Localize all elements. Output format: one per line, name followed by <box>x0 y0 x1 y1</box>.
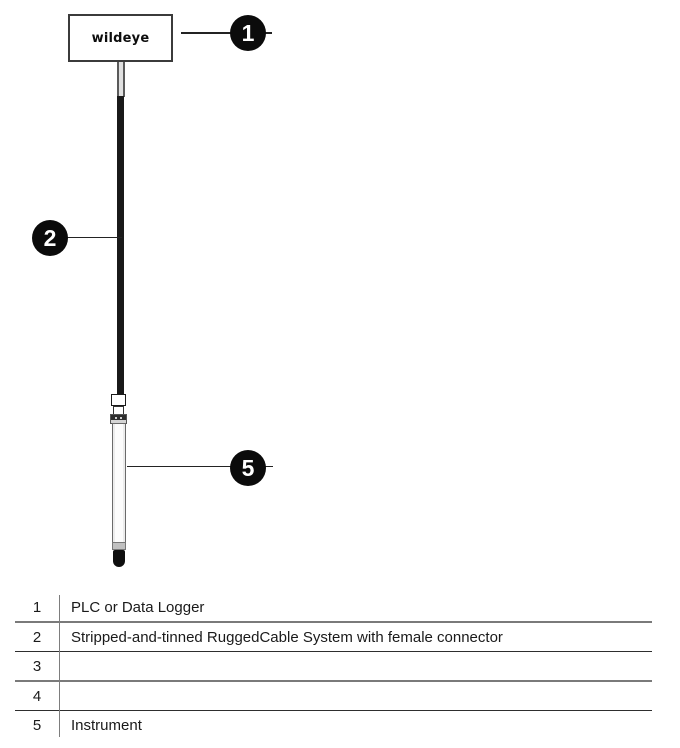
legend-row-1: 1 PLC or Data Logger <box>15 593 652 623</box>
cable-stripped-segment <box>117 62 125 97</box>
legend-row-5: 5 Instrument <box>15 711 652 739</box>
row-description: PLC or Data Logger <box>71 598 205 616</box>
leader-line-5 <box>127 466 273 467</box>
callout-5-badge: 5 <box>230 450 266 486</box>
device-box: wildeye <box>68 14 173 62</box>
callout-1-badge: 1 <box>230 15 266 51</box>
row-number: 5 <box>32 716 42 734</box>
legend-row-4: 4 <box>15 682 652 711</box>
legend-table: 1 PLC or Data Logger 2 Stripped-and-tinn… <box>15 593 652 739</box>
device-label: wildeye <box>91 30 150 46</box>
instrument-body <box>112 423 126 544</box>
row-number: 4 <box>32 687 42 705</box>
legend-column-divider <box>59 595 61 737</box>
legend-row-2: 2 Stripped-and-tinned RuggedCable System… <box>15 623 652 652</box>
leader-line-2 <box>65 237 122 238</box>
collar-mark <box>115 416 117 419</box>
cable <box>117 96 124 396</box>
row-number: 2 <box>32 628 42 646</box>
row-number: 3 <box>32 657 42 675</box>
instrument-tip <box>113 550 125 567</box>
row-number: 1 <box>32 598 42 616</box>
instrument-connector <box>111 394 126 406</box>
legend-row-3: 3 <box>15 652 652 682</box>
leader-line-1 <box>181 32 272 34</box>
callout-2-badge: 2 <box>32 220 68 256</box>
instrument-collar-band <box>111 415 126 420</box>
row-description: Stripped-and-tinned RuggedCable System w… <box>71 628 503 646</box>
row-description: Instrument <box>71 716 142 734</box>
instrument-band <box>112 542 126 550</box>
collar-mark <box>120 416 122 419</box>
